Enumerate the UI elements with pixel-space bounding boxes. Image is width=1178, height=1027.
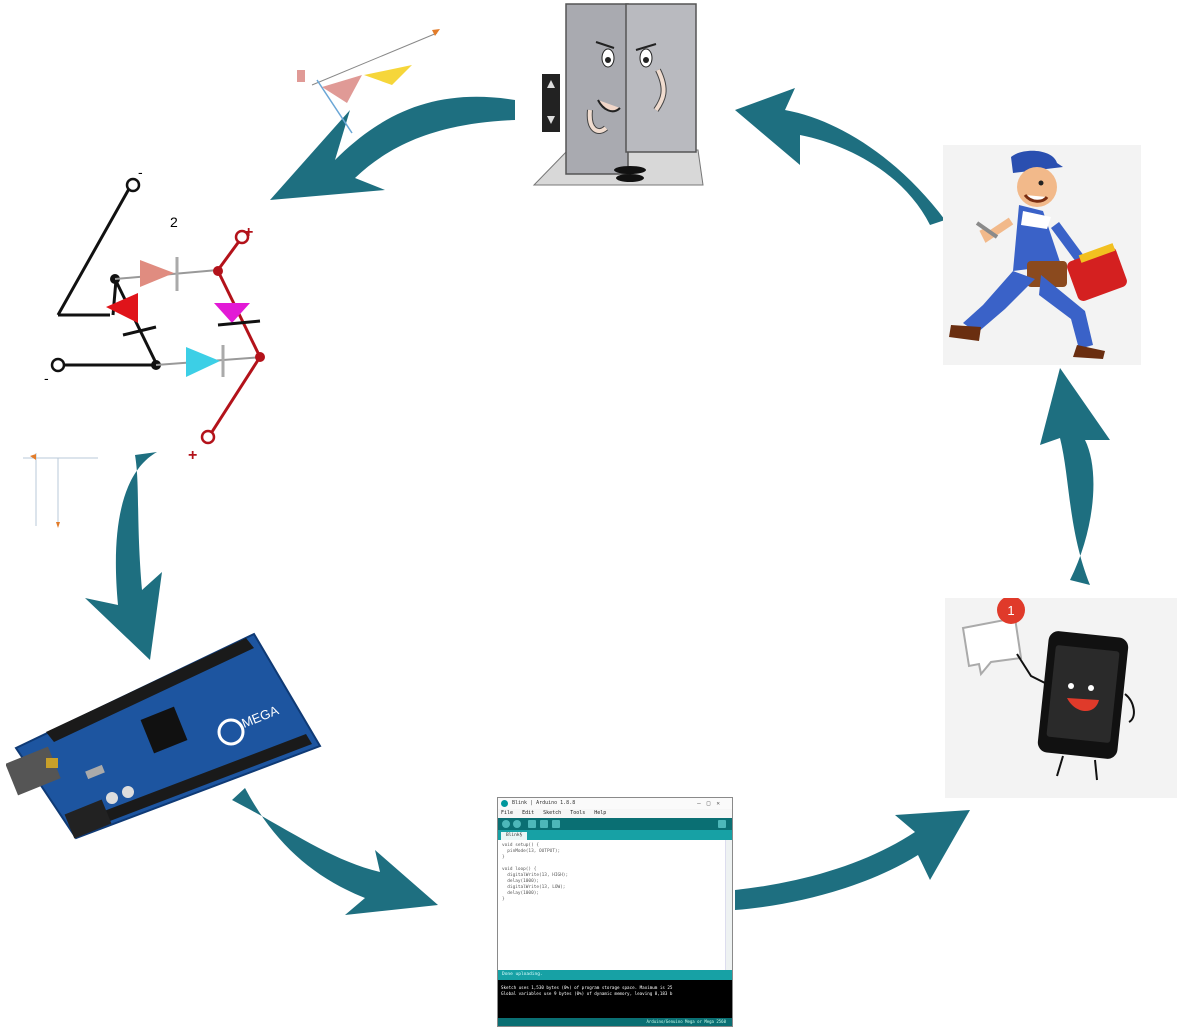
arduino-app-icon (501, 800, 508, 807)
arrow-mechanic-to-door (735, 88, 945, 225)
arduino-mega-board-icon: MEGA (5, 632, 322, 840)
ide-tab-bar: Blink§ (498, 830, 732, 840)
waveform-sketch-icon (297, 29, 440, 134)
running-repairman-icon (949, 150, 1127, 359)
menu-help[interactable]: Help (594, 810, 607, 816)
terminal-left-label: - (44, 370, 49, 386)
serial-monitor-icon[interactable] (718, 820, 726, 828)
arduino-board: MEGA (5, 628, 324, 843)
save-icon[interactable] (552, 820, 560, 828)
arrow-door-to-circuit (270, 96, 515, 200)
ide-status-bar: Done uploading. (498, 970, 732, 980)
editor-scrollbar[interactable] (725, 840, 732, 970)
ide-window-title: Blink | Arduino 1.8.8 (512, 800, 576, 806)
arrow-phone-to-mechanic (1040, 368, 1110, 585)
ide-title-bar: Blink | Arduino 1.8.8 –□✕ (498, 798, 732, 809)
upload-icon[interactable] (513, 820, 521, 828)
arduino-ide-window: Blink | Arduino 1.8.8 –□✕ File Edit Sket… (497, 797, 733, 1027)
arrow-circuit-to-board (85, 452, 162, 660)
tab-sketch[interactable]: Blink§ (501, 832, 528, 840)
cartoon-door-icon (532, 3, 704, 186)
notification-badge-count: 1 (1007, 603, 1014, 618)
menu-tools[interactable]: Tools (570, 810, 586, 816)
axes-sketch (18, 448, 103, 533)
verify-icon[interactable] (502, 820, 510, 828)
smartphone-notification-icon: 1 (961, 596, 1135, 781)
ide-menu-bar: File Edit Sketch Tools Help (498, 809, 732, 818)
terminal-right-bottom-label: + (188, 447, 197, 464)
terminal-top-label: - (138, 165, 143, 180)
axes-sketch-icon (23, 453, 98, 528)
window-controls[interactable]: –□✕ (697, 800, 726, 807)
diode-bridge-circuit-icon: - - 2 + + (44, 164, 265, 464)
arrow-ide-to-phone (735, 810, 970, 910)
ide-console: Sketch uses 1,530 bytes (0%) of program … (498, 980, 732, 1018)
terminal-right-top-label: + (244, 224, 253, 241)
menu-file[interactable]: File (501, 810, 514, 816)
code-editor[interactable]: void setup() { pinMode(13, OUTPUT); } vo… (502, 843, 569, 902)
new-icon[interactable] (528, 820, 536, 828)
diode-circuit: - - 2 + + (38, 164, 293, 465)
open-icon[interactable] (540, 820, 548, 828)
menu-sketch[interactable]: Sketch (543, 810, 562, 816)
circuit-node-label: 2 (170, 214, 178, 230)
door-illustration (528, 0, 718, 190)
phone-illustration: 1 (945, 596, 1177, 798)
mechanic-illustration (943, 145, 1141, 365)
ide-toolbar (498, 818, 732, 830)
menu-edit[interactable]: Edit (522, 810, 535, 816)
arrow-board-to-ide (232, 788, 438, 915)
ide-board-footer: Arduino/Genuino Mega or Mega 2560 (498, 1018, 732, 1026)
waveform-sketch (292, 25, 447, 140)
